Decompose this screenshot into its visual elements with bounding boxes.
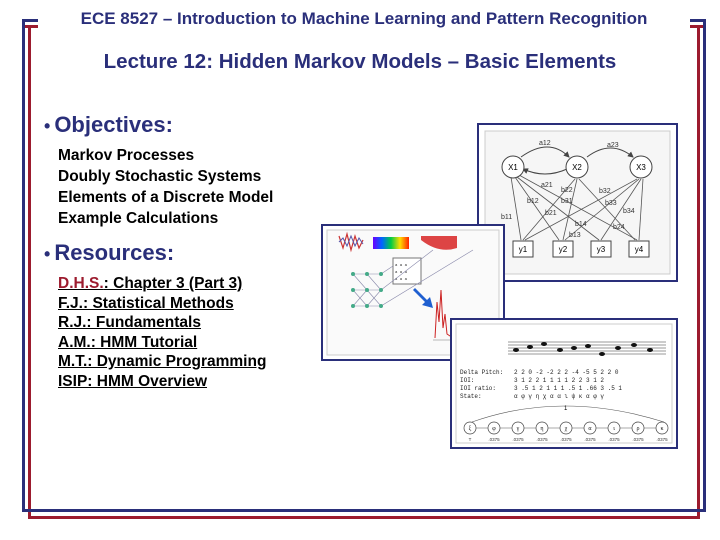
chain-prob: .0375 <box>536 437 548 442</box>
music-hmm-panel: Delta Pitch: 2 2 0 -2 -2 2 2 -4 -5 5 2 2… <box>450 318 678 449</box>
edge-label-b21: b21 <box>545 210 557 217</box>
resource-link-mt[interactable]: M.T.: Dynamic Programming <box>58 353 267 370</box>
hmm-diagram: X1 X2 X3 y1 y2 y3 y4 a12 a21 a23 b11 b12… <box>484 130 671 275</box>
edge-label-b12: b12 <box>527 198 539 205</box>
table-row-label: State: <box>460 393 482 400</box>
output-y4: y4 <box>635 245 644 254</box>
output-y3: y3 <box>597 245 606 254</box>
frame-bar-top-left <box>22 19 38 22</box>
chain-state: ξ <box>469 426 472 432</box>
list-item: Elements of a Discrete Model <box>58 189 274 206</box>
hmm-diagram-panel: X1 X2 X3 y1 y2 y3 y4 a12 a21 a23 b11 b12… <box>477 123 678 282</box>
state-x2: X2 <box>572 163 582 172</box>
frame-bar-right <box>703 19 706 512</box>
edge-label-a12: a12 <box>539 140 551 147</box>
state-x1: X1 <box>508 163 518 172</box>
objectives-heading: •Objectives: <box>44 112 173 137</box>
edge-label-a23: a23 <box>607 142 619 149</box>
frame-bar-left-2 <box>28 25 31 519</box>
frame-bar-left <box>22 19 25 512</box>
edge-label-b34: b34 <box>623 208 635 215</box>
table-row-label: Delta Pitch: <box>460 369 503 376</box>
chain-state: ι <box>613 426 615 432</box>
chain-prob: .0375 <box>584 437 596 442</box>
chain-state: χ <box>565 426 568 432</box>
objectives-list: Markov Processes Doubly Stochastic Syste… <box>58 145 273 229</box>
frame-bar-right-2 <box>697 25 700 519</box>
edge-label-b33: b33 <box>605 200 617 207</box>
table-row-label: IOI: <box>460 377 474 384</box>
header-title: ECE 8527 – Introduction to Machine Learn… <box>80 9 648 28</box>
lecture-title: Lecture 12: Hidden Markov Models – Basic… <box>103 50 617 73</box>
chain-prob: .0375 <box>608 437 620 442</box>
table-row-values: α φ γ η χ α α ι ψ κ α φ γ <box>514 393 604 400</box>
resource-link-fj[interactable]: F.J.: Statistical Methods <box>58 294 234 312</box>
chain-state: ρ <box>637 426 640 432</box>
resources-list: D.H.S.: Chapter 3 (Part 3) F.J.: Statist… <box>58 274 266 391</box>
output-y2: y2 <box>559 245 568 254</box>
chain-state: γ <box>516 426 520 432</box>
table-row-values: 3 .5 1 2 1 1 1 .5 1 .66 3 .5 1 <box>514 385 622 392</box>
resources-heading: •Resources: <box>44 240 175 265</box>
music-hmm-visual: Delta Pitch: 2 2 0 -2 -2 2 2 -4 -5 5 2 2… <box>455 323 673 444</box>
output-y1: y1 <box>519 245 528 254</box>
chain-state: η <box>540 426 543 432</box>
bullet-icon: • <box>44 116 51 136</box>
edge-label-b13: b13 <box>569 232 581 239</box>
svg-text:a a a: a a a <box>395 271 408 275</box>
edge-label-b31: b31 <box>561 198 573 205</box>
edge-label-b24: b24 <box>613 224 625 231</box>
edge-label-b14: b14 <box>575 221 587 228</box>
chain-state: κ <box>660 426 663 432</box>
frame-bar-bottom <box>22 509 706 512</box>
chain-top-label: 1 <box>564 406 568 412</box>
chain-prob: .0375 <box>656 437 668 442</box>
list-item: Example Calculations <box>58 210 219 227</box>
frame-bar-bottom-2 <box>28 516 700 519</box>
table-row-label: IOI ratio: <box>460 385 496 392</box>
chain-state: α <box>588 426 592 432</box>
edge-label-b22: b22 <box>561 187 573 194</box>
svg-text:a a a: a a a <box>395 278 408 282</box>
edge-label-a21: a21 <box>541 182 553 189</box>
table-row-values: 3 1 2 2 1 1 1 1 2 2 3 1 2 <box>514 377 604 384</box>
resource-link-am[interactable]: A.M.: HMM Tutorial <box>58 333 198 351</box>
chain-prob: .0375 <box>560 437 572 442</box>
chain-prob: .0375 <box>488 437 500 442</box>
resource-link-isip[interactable]: ISIP: HMM Overview <box>58 372 208 390</box>
state-x3: X3 <box>636 163 646 172</box>
edge-label-b32: b32 <box>599 188 611 195</box>
edge-label-b11: b11 <box>501 214 512 221</box>
chain-prob: .0375 <box>632 437 644 442</box>
list-item: Doubly Stochastic Systems <box>58 168 262 185</box>
table-row-values: 2 2 0 -2 -2 2 2 -4 -5 5 2 2 0 <box>514 369 619 376</box>
svg-text:a a a: a a a <box>395 264 408 268</box>
chain-prob: .0375 <box>512 437 524 442</box>
resource-link-rj[interactable]: R.J.: Fundamentals <box>58 314 201 331</box>
frame-bar-top-right <box>690 19 706 22</box>
resource-link-dhs[interactable]: D.H.S.: Chapter 3 (Part 3) <box>58 275 243 292</box>
chain-state: φ <box>492 426 496 432</box>
chain-prob: T <box>469 437 472 442</box>
bullet-icon: • <box>44 244 51 264</box>
list-item: Markov Processes <box>58 147 195 164</box>
